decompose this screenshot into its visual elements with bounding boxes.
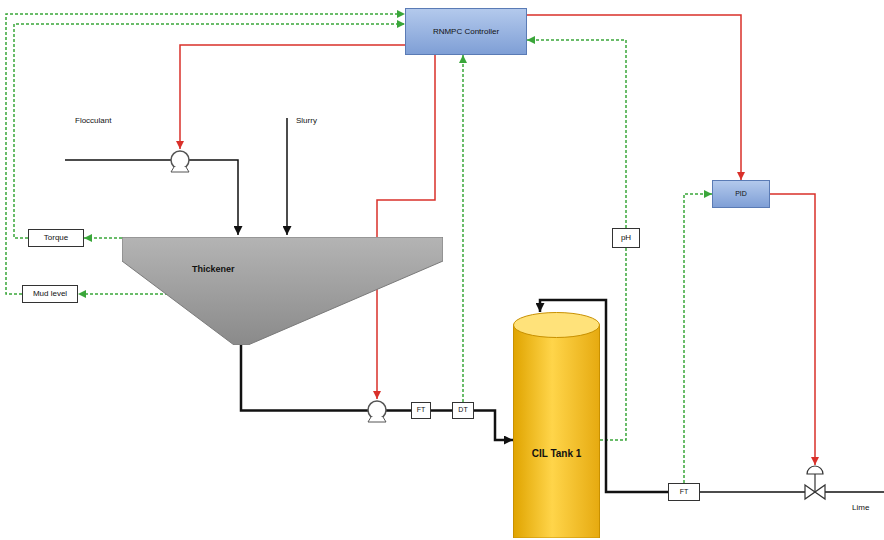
- node-label: CIL Tank 1: [532, 448, 582, 460]
- connector: [84, 237, 122, 239]
- tank-top: [514, 313, 600, 338]
- valve-actuator: [807, 466, 823, 474]
- node-label: FT: [417, 406, 426, 414]
- node-label: DT: [458, 406, 467, 414]
- cil-tank: CIL Tank 1: [513, 312, 600, 538]
- valve-symbol: [805, 485, 825, 499]
- control-signal-line: [180, 45, 405, 149]
- tank-outline: [513, 312, 600, 538]
- stream-label: Lime: [852, 503, 869, 512]
- sensor-box: pH: [612, 228, 640, 248]
- lime-line: [690, 491, 884, 493]
- thickener-outline: [122, 237, 443, 345]
- connector: [462, 55, 464, 402]
- sensor-box: Mud level: [22, 285, 78, 303]
- node-label: pH: [621, 233, 631, 242]
- transmitter-box: DT: [452, 402, 474, 419]
- flocculant-line: [189, 160, 238, 235]
- pump-symbol: [171, 151, 189, 169]
- pump-base: [171, 167, 189, 172]
- node-label: Thickener: [192, 264, 443, 274]
- connector: [527, 40, 626, 228]
- connector: [431, 409, 452, 412]
- node-label: Torque: [44, 233, 68, 242]
- thickener-vessel: Thickener: [122, 237, 443, 345]
- stream-label: Flocculant: [75, 116, 111, 125]
- connector: [241, 344, 411, 411]
- stream-label: Slurry: [296, 116, 317, 125]
- flocculant-line: [65, 159, 171, 161]
- sensor-box: Torque: [28, 229, 84, 247]
- pump-base: [368, 417, 386, 422]
- connector: [78, 293, 168, 295]
- transmitter-box: FT: [411, 402, 431, 419]
- node-label: PID: [735, 190, 747, 198]
- slurry-line: [286, 118, 288, 235]
- tank-body: [514, 325, 600, 538]
- connector: [14, 24, 405, 238]
- pump-symbol: [368, 401, 386, 419]
- node-label: Mud level: [33, 289, 67, 298]
- control-signal-line: [770, 194, 815, 465]
- controller-box: PID: [712, 180, 770, 208]
- node-label: RNMPC Controller: [433, 27, 499, 36]
- connector: [474, 411, 513, 441]
- control-signal-line: [377, 55, 435, 399]
- valve-stem: [814, 474, 815, 492]
- transmitter-box: FT: [668, 483, 700, 501]
- controller-box: RNMPC Controller: [405, 8, 527, 55]
- thickener-body: [122, 237, 443, 345]
- connector: [527, 15, 741, 180]
- connector: [684, 194, 712, 483]
- connector: [600, 248, 626, 440]
- node-label: FT: [680, 488, 689, 496]
